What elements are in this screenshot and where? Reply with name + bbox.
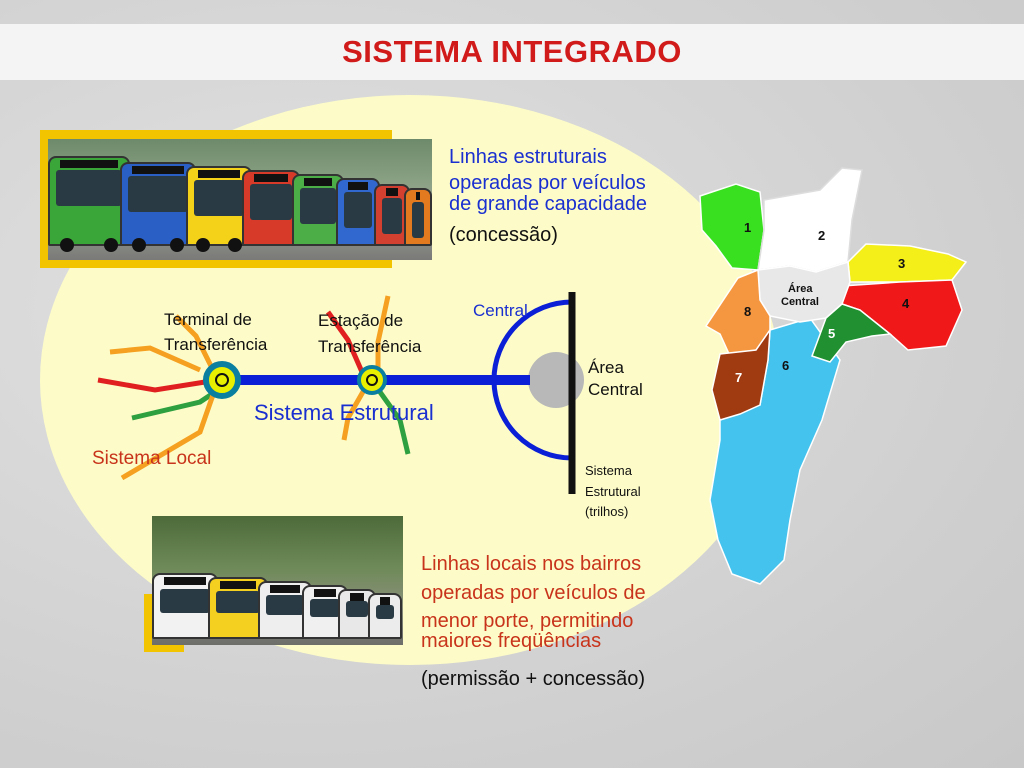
map-zone-label-8: 8	[744, 304, 752, 319]
lower-caption-line1: Linhas locais nos bairros	[421, 553, 642, 575]
map-zone-label-1: 1	[744, 220, 752, 235]
station-label-line1: Estação de	[318, 311, 404, 330]
area-central-label-line1: Área	[588, 358, 624, 377]
bus-blue	[120, 162, 196, 252]
map-zone-7	[711, 327, 771, 421]
minibus-6	[368, 593, 402, 639]
map-zone-label-6: 6	[782, 358, 790, 373]
title-bar: SISTEMA INTEGRADO	[0, 24, 1024, 80]
local-line-orange-1	[109, 345, 202, 373]
map-center-label-1: Área	[788, 283, 813, 295]
map-zone-1	[699, 183, 765, 271]
upper-caption-line3: de grande capacidade	[449, 193, 647, 215]
lower-caption-line2: operadas por veículos de	[421, 582, 646, 604]
page-title: SISTEMA INTEGRADO	[342, 34, 682, 69]
lower-caption-line5: (permissão + concessão)	[421, 668, 645, 690]
rail-label-line3: (trilhos)	[585, 504, 629, 519]
map-zone-label-5: 5	[828, 326, 836, 341]
bus-orange	[404, 188, 432, 246]
terminal-label-line2: Transferência	[164, 335, 268, 354]
local-line-orange-5	[341, 388, 367, 441]
lower-caption-line4: maiores freqüências	[421, 630, 602, 652]
bus-yellow	[186, 166, 252, 252]
sistema-estrutural-label: Sistema Estrutural	[254, 400, 434, 425]
map-zone-3	[847, 243, 968, 283]
local-line-red-2	[325, 310, 365, 374]
bus-green-2	[292, 174, 344, 246]
terminal-label-line1: Terminal de	[164, 310, 252, 329]
upper-caption-line4: (concessão)	[449, 224, 558, 246]
map-zone-label-4: 4	[902, 296, 910, 311]
bus-green	[48, 156, 130, 252]
sistema-local-label: Sistema Local	[92, 448, 212, 469]
map-center-label-2: Central	[781, 296, 819, 308]
bus-blue-2	[336, 178, 380, 246]
local-line-orange-2	[120, 391, 217, 481]
map-zone-label-3: 3	[898, 256, 906, 271]
lower-caption-line3: menor porte, permitindo	[421, 610, 634, 632]
map-zone-5	[811, 303, 892, 363]
rail-label-line2: Estrutural	[585, 484, 641, 499]
upper-bus-photo	[48, 139, 432, 260]
area-central-label-line2: Central	[588, 380, 643, 399]
local-line-red-1	[97, 377, 206, 393]
local-line-orange-3	[174, 314, 215, 370]
station-label-line2: Transferência	[318, 337, 422, 356]
upper-caption-line1: Linhas estruturais	[449, 146, 607, 168]
upper-caption-line2: operadas por veículos	[449, 172, 646, 194]
map-zone-label-2: 2	[818, 228, 826, 243]
lower-bus-photo	[152, 516, 403, 645]
rail-label-line1: Sistema	[585, 463, 632, 478]
map-zone-label-7: 7	[735, 370, 743, 385]
local-line-green-1	[131, 389, 217, 421]
central-label: Central	[473, 301, 528, 320]
local-line-orange-4	[375, 295, 391, 372]
map-zone-2	[757, 167, 863, 273]
local-line-green-2	[377, 390, 411, 455]
bus-red	[242, 170, 300, 246]
